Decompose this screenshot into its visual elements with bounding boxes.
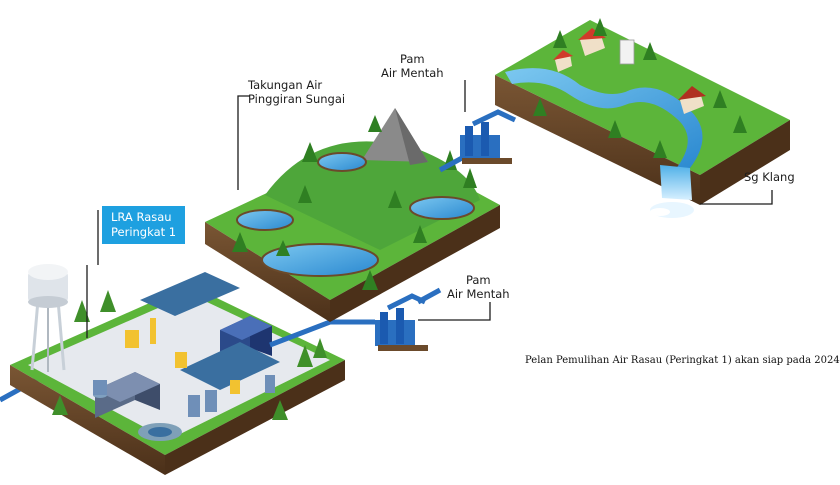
river-block [495,20,790,205]
label-river-text: Sg Klang [744,170,795,184]
leader-lines [86,80,773,338]
river-trees [533,18,747,158]
caption-text: Pelan Pemulihan Air Rasau (Peringkat 1) … [525,355,840,366]
label-reservoir-line2: Pinggiran Sungai [248,92,346,106]
label-plant-line2: Peringkat 1 [111,225,177,239]
waterfall [650,165,694,218]
label-pump-top-line1: Pam [399,52,425,66]
pump-station-bottom [375,293,428,351]
label-reservoir-line1: Takungan Air [248,78,323,92]
pipe-hill-to-top-pump [438,155,464,173]
water-supply-diagram [0,18,790,475]
treatment-plant-block [10,272,345,475]
reservoir-hill-block [205,108,500,322]
pump-station-top [460,109,517,164]
label-pump-bottom-line2: Air Mentah [447,287,510,301]
label-reservoir: Takungan Air Pinggiran Sungai [248,78,345,106]
label-pump-top: Pam Air Mentah [381,52,444,80]
label-pump-bottom-line1: Pam [465,273,491,287]
water-tower [28,264,68,372]
label-river: Sg Klang [744,170,795,184]
label-pump-bottom: Pam Air Mentah [447,273,510,301]
label-pump-top-line2: Air Mentah [381,66,444,80]
plant-trees [52,290,327,420]
label-plant-line1: LRA Rasau [111,210,172,224]
label-plant-box: LRA Rasau Peringkat 1 [102,206,186,244]
pipe-pump-to-reservoir [416,287,442,305]
